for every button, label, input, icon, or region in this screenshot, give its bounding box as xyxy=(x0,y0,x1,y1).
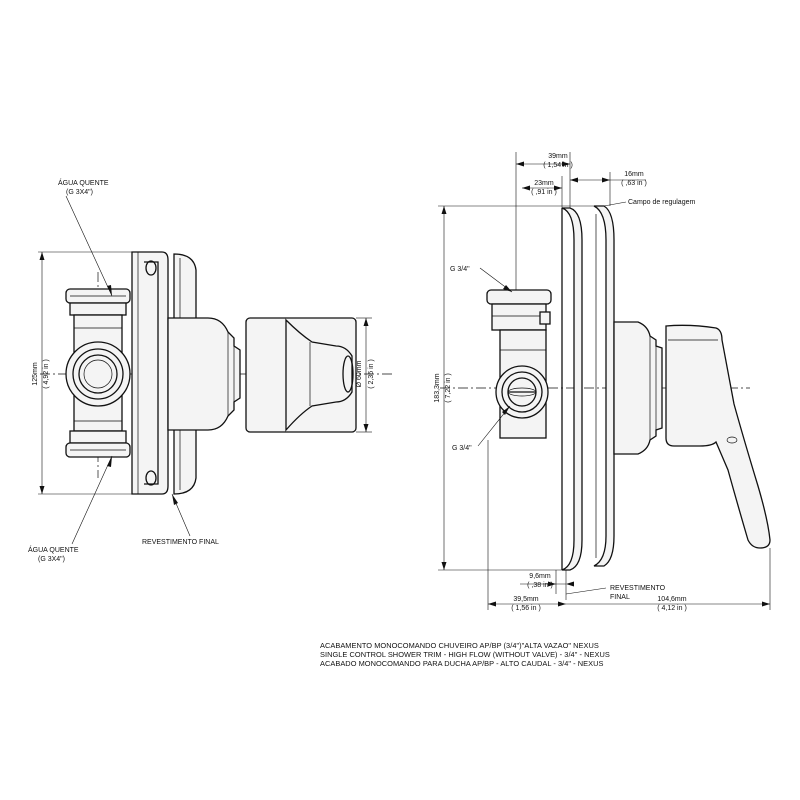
dim-height-183: 183,3mm xyxy=(434,373,441,402)
label-final-finish-left: REVESTIMENTO FINAL xyxy=(142,539,219,546)
dim-39-in: ( 1,54 in ) xyxy=(543,162,573,169)
label-hot-water-bottom-thread: (G 3X4") xyxy=(38,556,65,563)
finish-cover-side xyxy=(593,205,615,567)
dim-39-5: 39,5mm xyxy=(513,596,538,603)
caption-en: SINGLE CONTROL SHOWER TRIM - HIGH FLOW (… xyxy=(320,650,610,660)
label-hot-water-top-thread: (G 3X4") xyxy=(66,189,93,196)
dim-9-6-in: ( ,38 in ) xyxy=(527,582,553,589)
lever-handle-side xyxy=(665,324,771,549)
label-hot-water-top: ÁGUA QUENTE xyxy=(58,178,109,187)
product-caption: ACABAMENTO MONOCOMANDO CHUVEIRO AP/BP (3… xyxy=(320,641,610,669)
bonnet-side xyxy=(613,321,663,455)
dim-height-125: 125mm xyxy=(32,362,39,386)
bonnet xyxy=(167,317,241,431)
label-final-finish-right-2: FINAL xyxy=(610,594,630,601)
dim-39-5-in: ( 1,56 in ) xyxy=(511,605,541,612)
valve-body-side xyxy=(486,289,552,439)
dim-height-183-in: ( 7,22 in ) xyxy=(445,373,452,403)
mounting-plate xyxy=(131,251,169,495)
handle xyxy=(245,317,357,433)
label-g34-top: G 3/4" xyxy=(450,266,470,273)
dim-23-in: ( ,91 in ) xyxy=(531,189,557,196)
label-g34-bottom: G 3/4" xyxy=(452,445,472,452)
label-final-finish-right: REVESTIMENTO xyxy=(610,585,666,592)
right-view: 39mm ( 1,54 in ) 23mm ( ,91 in ) 16mm ( … xyxy=(434,152,771,612)
dim-23: 23mm xyxy=(534,180,554,187)
dim-diameter-60-in: ( 2,36 in ) xyxy=(368,359,375,389)
dim-diameter-60: Ø 60mm xyxy=(356,360,363,387)
dim-104-6: 104,6mm xyxy=(657,596,686,603)
dim-39: 39mm xyxy=(548,153,568,160)
dim-height-125-in: ( 4,92 in ) xyxy=(43,359,50,389)
dim-16: 16mm xyxy=(624,171,644,178)
label-hot-water-bottom: ÁGUA QUENTE xyxy=(28,545,79,554)
left-view: ÁGUA QUENTE (G 3X4") ÁGUA QUENTE (G 3X4"… xyxy=(28,178,392,563)
dim-9-6: 9,6mm xyxy=(529,573,551,580)
valve-body xyxy=(65,288,131,458)
caption-es: ACABADO MONOCOMANDO PARA DUCHA AP/BP - A… xyxy=(320,659,604,669)
caption-pt: ACABAMENTO MONOCOMANDO CHUVEIRO AP/BP (3… xyxy=(320,641,599,650)
label-adjustment-range: Campo de regulagem xyxy=(628,199,695,206)
wall-plate-side xyxy=(561,207,583,571)
dim-104-6-in: ( 4,12 in ) xyxy=(657,605,687,612)
dim-16-in: ( ,63 in ) xyxy=(621,180,647,187)
